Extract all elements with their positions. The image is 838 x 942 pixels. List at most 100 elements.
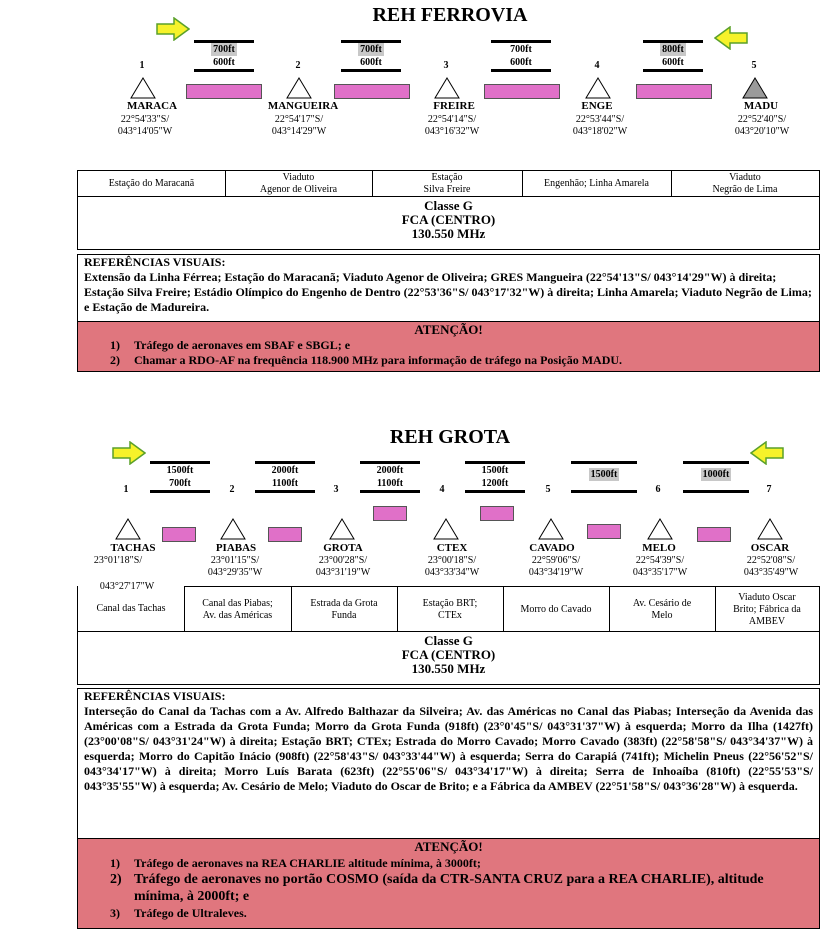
point-name: MELO xyxy=(642,542,676,554)
visual-references: REFERÊNCIAS VISUAIS: Interseção do Canal… xyxy=(77,688,820,840)
altitude-top: 700ft xyxy=(211,43,237,56)
point-coords: 23°00'18"S/043°33'34"W xyxy=(424,555,480,578)
refs-text: Extensão da Linha Férrea; Estação do Mar… xyxy=(84,270,812,314)
triangle-icon xyxy=(538,518,564,540)
route-segment xyxy=(268,527,302,542)
point-number: 1 xyxy=(139,60,145,71)
route-segment xyxy=(587,524,621,539)
point-name: OSCAR xyxy=(750,542,790,554)
altitude-bottom: 600ft xyxy=(662,57,684,68)
altitude-block: 1500ft 700ft xyxy=(150,461,210,493)
arrow-left-icon xyxy=(714,26,748,50)
airspace-class: Classe G xyxy=(424,198,473,213)
section-title: REH GROTA xyxy=(389,426,511,448)
arrow-right-icon xyxy=(112,441,146,465)
point-lat: 23°01'18"S/ xyxy=(93,555,143,566)
point-name: MARACA xyxy=(126,100,178,112)
point-name: ENGE xyxy=(581,100,613,112)
point-name: MADU xyxy=(743,100,779,112)
point-number: 6 xyxy=(655,484,661,495)
section-title: REH FERROVIA xyxy=(372,4,528,26)
landmark: Av. Cesário de Melo xyxy=(609,586,716,632)
route-segment xyxy=(697,527,731,542)
point-lon: 043°27'17"W xyxy=(99,581,155,592)
landmark: Canal das Piabas; Av. das Américas xyxy=(184,586,292,632)
arrow-right-icon xyxy=(156,17,190,41)
point-coords: 22°53'44"S/043°18'02"W xyxy=(572,114,628,137)
point-number: 3 xyxy=(443,60,449,71)
point-number: 2 xyxy=(295,60,301,71)
airspace-class: Classe G xyxy=(424,633,473,648)
point-coords: 22°54'14"S/043°16'32"W xyxy=(424,114,480,137)
point-number: 4 xyxy=(439,484,445,495)
point-coords: 23°00'28"S/043°31'19"W xyxy=(315,555,371,578)
altitude-bottom: 1200ft xyxy=(481,478,509,489)
point-number: 2 xyxy=(229,484,235,495)
point-coords: 22°52'40"S/043°20'10"W xyxy=(734,114,790,137)
altitude-block: 2000ft 1100ft xyxy=(360,461,420,493)
attention-box: ATENÇÃO! 1)Tráfego de aeronaves na REA C… xyxy=(77,838,820,929)
point-name: PIABAS xyxy=(215,542,257,554)
fca-frequency: 130.550 MHz xyxy=(411,226,486,241)
point-coords: 22°59'06"S/043°34'19"W xyxy=(528,555,584,578)
altitude-top: 700ft xyxy=(358,43,384,56)
point-name: FREIRE xyxy=(433,100,475,112)
altitude-block: 700ft 600ft xyxy=(491,40,551,72)
altitude-top: 800ft xyxy=(660,43,686,56)
landmark: Viaduto Oscar Brito; Fábrica da AMBEV xyxy=(715,586,820,632)
route-segment xyxy=(636,84,712,99)
triangle-icon xyxy=(130,77,156,99)
visual-references: REFERÊNCIAS VISUAIS: Extensão da Linha F… xyxy=(77,254,820,322)
point-coords: 22°54'17"S/043°14'29"W xyxy=(271,114,327,137)
altitude-block: 2000ft 1100ft xyxy=(255,461,315,493)
altitude-top: 1500ft xyxy=(588,468,620,481)
point-name: MANGUEIRA xyxy=(267,100,339,112)
point-number: 3 xyxy=(333,484,339,495)
point-coords: 22°54'33"S/043°14'05"W xyxy=(117,114,173,137)
point-number: 5 xyxy=(545,484,551,495)
route-segment xyxy=(334,84,410,99)
altitude-bottom: 700ft xyxy=(169,478,191,489)
triangle-icon xyxy=(286,77,312,99)
triangle-icon xyxy=(647,518,673,540)
fca-name: FCA (CENTRO) xyxy=(401,647,496,662)
altitude-bottom: 600ft xyxy=(510,57,532,68)
triangle-icon xyxy=(220,518,246,540)
point-name: GROTA xyxy=(323,542,363,554)
refs-title: REFERÊNCIAS VISUAIS: xyxy=(84,689,226,703)
altitude-top: 1500ft xyxy=(166,465,194,476)
altitude-top: 1000ft xyxy=(700,468,732,481)
triangle-filled-icon xyxy=(742,77,768,99)
altitude-bottom: 1100ft xyxy=(376,478,404,489)
point-number: 7 xyxy=(766,484,772,495)
landmark: Estação BRT; CTEx xyxy=(397,586,504,632)
altitude-bottom: 600ft xyxy=(360,57,382,68)
route-segment xyxy=(480,506,514,521)
point-coords: 23°01'15"S/043°29'35"W xyxy=(207,555,263,578)
altitude-top: 1500ft xyxy=(481,465,509,476)
point-coords: 22°52'08"S/043°35'49"W xyxy=(743,555,799,578)
altitude-top: 700ft xyxy=(510,44,532,55)
route-segment xyxy=(186,84,262,99)
triangle-icon xyxy=(115,518,141,540)
point-number: 5 xyxy=(751,60,757,71)
altitude-block: 800ft 600ft xyxy=(643,40,703,72)
fca-frequency: 130.550 MHz xyxy=(411,661,486,676)
attention-item: 1)Tráfego de aeronaves em SBAF e SBGL; e xyxy=(110,338,351,352)
altitude-block: 700ft 600ft xyxy=(194,40,254,72)
attention-item: 2)Chamar a RDO-AF na frequência 118.900 … xyxy=(110,353,623,367)
refs-text: Interseção do Canal da Tachas com a Av. … xyxy=(84,704,813,793)
altitude-bottom: 1100ft xyxy=(271,478,299,489)
altitude-bottom: 600ft xyxy=(213,57,235,68)
altitude-block: 1500ft xyxy=(571,461,637,493)
landmark: Engenhão; Linha Amarela xyxy=(522,171,672,197)
landmark: Morro do Cavado xyxy=(503,586,610,632)
altitude-block: 1000ft xyxy=(683,461,749,493)
airspace-class-box: Classe G FCA (CENTRO) 130.550 MHz xyxy=(77,196,820,250)
attention-title: ATENÇÃO! xyxy=(414,322,483,337)
triangle-icon xyxy=(433,518,459,540)
triangle-icon xyxy=(585,77,611,99)
attention-box: ATENÇÃO! 1)Tráfego de aeronaves em SBAF … xyxy=(77,321,820,372)
landmark: Canal das Tachas xyxy=(78,586,185,631)
airspace-class-box: Classe G FCA (CENTRO) 130.550 MHz xyxy=(77,631,820,685)
